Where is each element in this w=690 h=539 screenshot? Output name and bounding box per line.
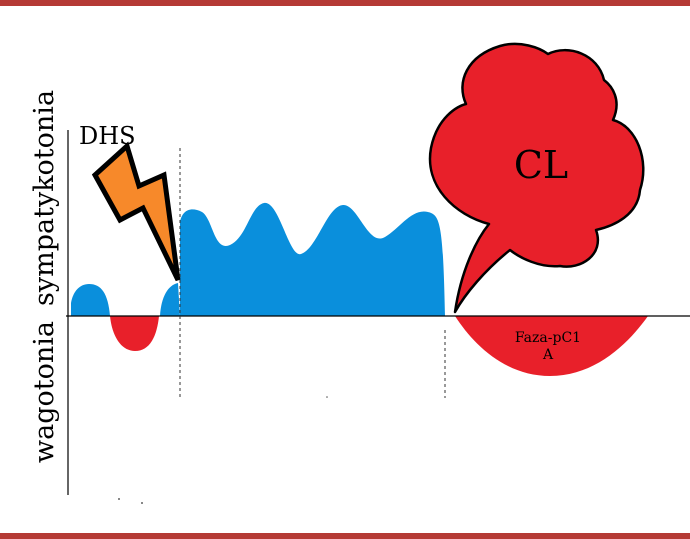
faza-label-line2: A	[542, 347, 554, 363]
stray-mark	[141, 502, 143, 504]
red-phase-bowl	[455, 316, 648, 376]
cl-label: CL	[514, 143, 568, 187]
top-frame-bar	[0, 0, 690, 6]
blue-hump-small-left	[71, 284, 110, 316]
blue-plateau	[180, 202, 445, 316]
sympatykotonia-label: sympatykotonia	[29, 90, 60, 306]
dhs-label: DHS	[79, 122, 136, 150]
stray-mark	[326, 396, 328, 398]
bottom-frame-bar	[0, 533, 690, 539]
lightning-bolt-icon	[91, 141, 181, 282]
blue-hump-small-right	[160, 283, 180, 316]
wagotonia-label: wagotonia	[29, 321, 60, 463]
red-dip	[110, 316, 159, 351]
stray-mark	[118, 498, 120, 500]
faza-label-line1: Faza-pC1	[515, 330, 581, 346]
cl-cloud	[428, 42, 645, 314]
